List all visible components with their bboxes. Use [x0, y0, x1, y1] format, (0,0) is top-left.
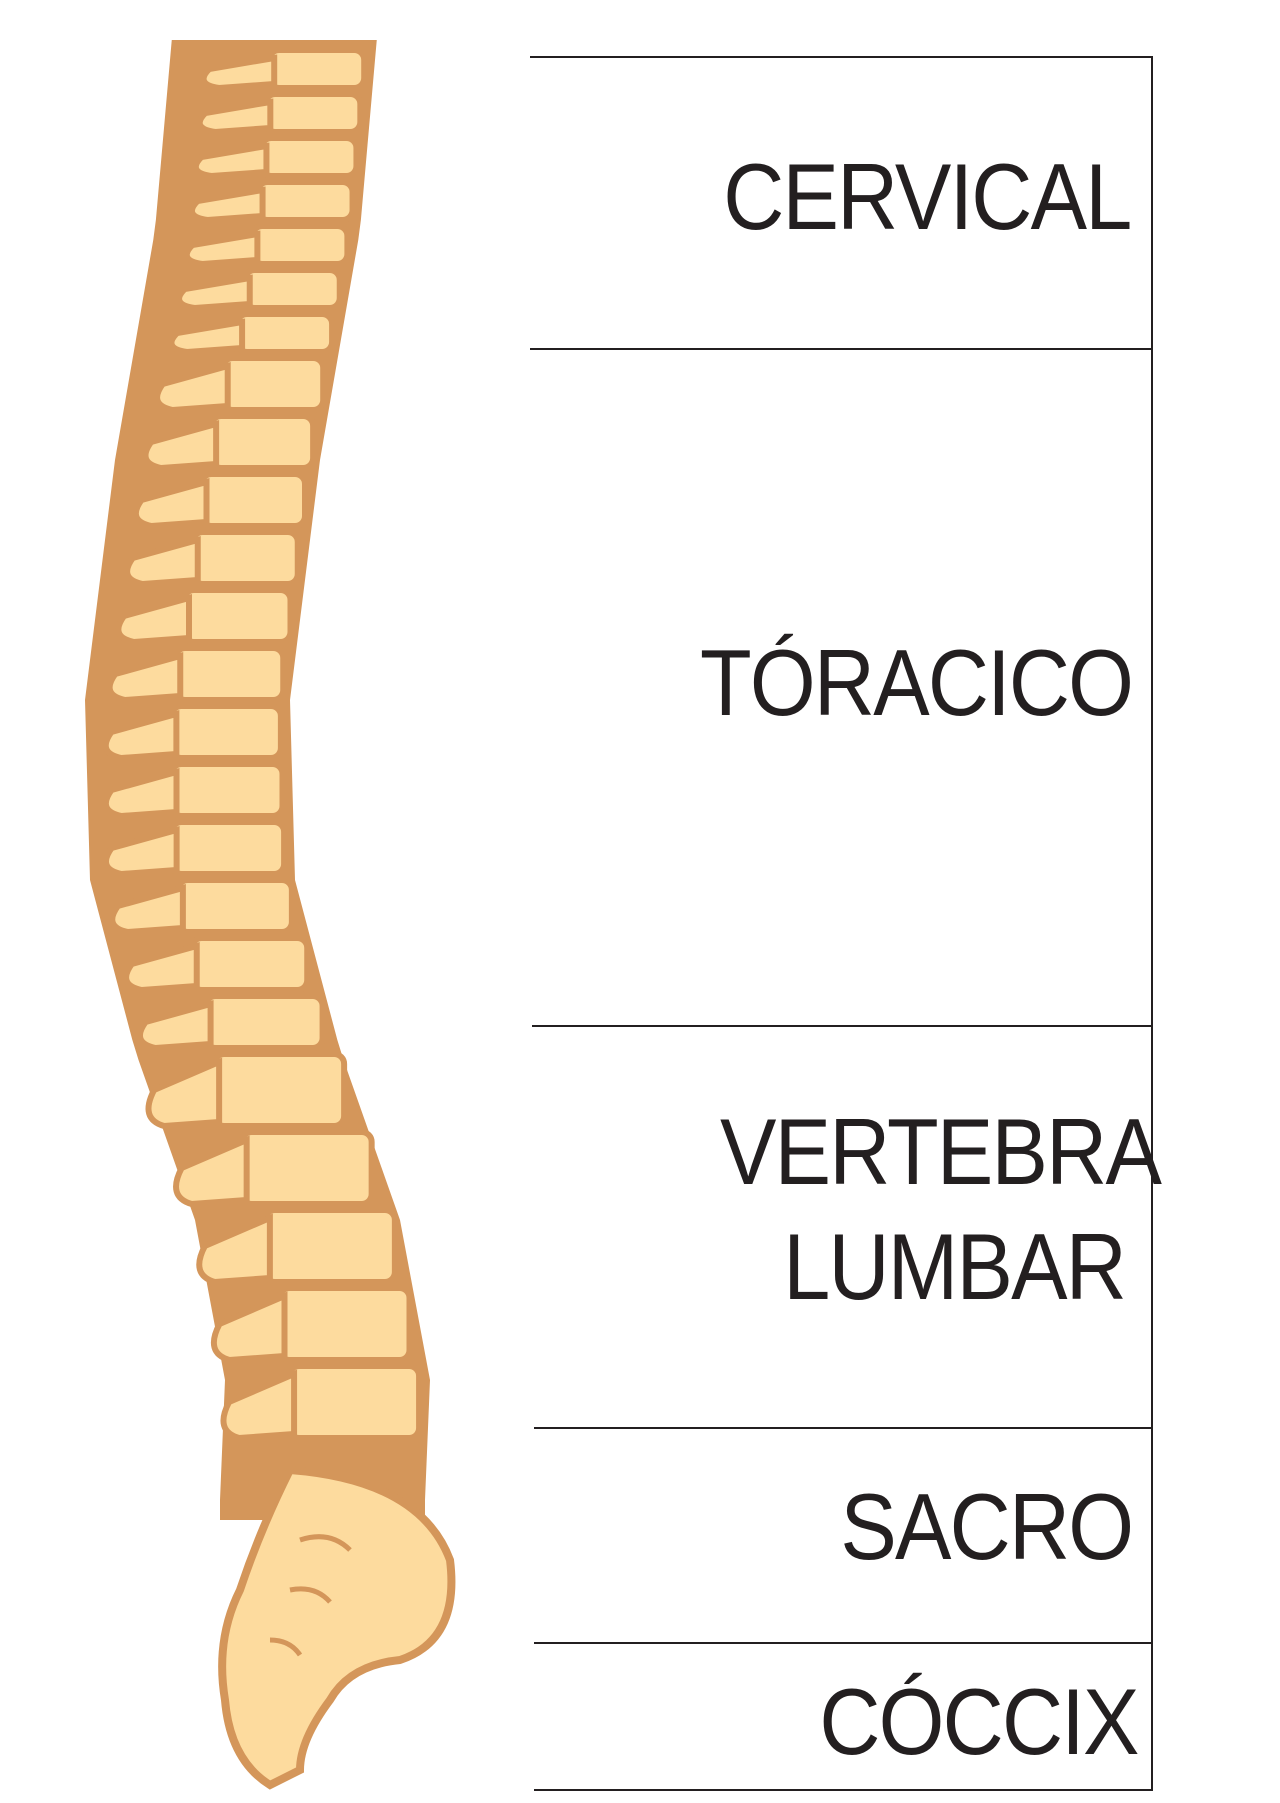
vertebra-body: [189, 529, 301, 587]
sacral-foramina: [269, 1534, 352, 1657]
spinous-process: [142, 420, 220, 472]
vertebra-body: [234, 311, 336, 355]
vertebra-body: [198, 471, 308, 529]
vertebra-body: [241, 267, 343, 311]
vertebra-body: [266, 47, 368, 91]
vertebra-body: [276, 1285, 413, 1363]
spinous-process: [183, 230, 261, 268]
vertebra-body: [188, 935, 311, 993]
spinous-process: [106, 652, 184, 704]
spinous-process: [145, 1057, 223, 1130]
divider-thoracic-lumbar: [532, 1025, 1153, 1027]
vertebra-body: [208, 413, 317, 471]
vertebra-body: [238, 1129, 375, 1207]
divider-bottom: [534, 1789, 1153, 1791]
spinous-process: [136, 1000, 214, 1052]
spinous-process: [102, 768, 180, 820]
vertebra-body: [172, 645, 287, 703]
spinous-process: [189, 186, 266, 224]
spinous-process: [173, 1135, 250, 1208]
vertebra-body: [261, 1207, 398, 1285]
vertebra-body: [254, 179, 356, 223]
label-cervical: CERVICAL: [722, 144, 1132, 249]
spinous-process: [192, 142, 270, 180]
spinous-process: [196, 1213, 273, 1286]
divider-sacrum-coccyx: [534, 1642, 1153, 1644]
spinous-process: [200, 54, 278, 92]
label-sacrum: SACRO: [840, 1474, 1134, 1579]
spinous-process: [124, 536, 201, 588]
label-coccyx: CÓCCIX: [819, 1669, 1140, 1774]
vertebra-body: [181, 587, 294, 645]
spinous-process: [132, 478, 210, 530]
label-lumbar: VERTEBRA LUMBAR: [585, 1095, 1162, 1324]
vertebra-body: [168, 819, 288, 877]
sacrum-coccyx: [218, 1465, 456, 1790]
vertebra-body: [168, 703, 284, 761]
vertebra-body: [258, 135, 360, 179]
divider-right: [1151, 56, 1153, 1791]
vertebra-body: [286, 1363, 423, 1441]
label-lumbar-text: VERTEBRA LUMBAR: [720, 1099, 1162, 1319]
spinous-process: [103, 826, 180, 878]
divider-lumbar-sacrum: [534, 1427, 1153, 1429]
vertebra-body: [202, 993, 326, 1051]
spinous-process: [123, 942, 200, 994]
label-thoracic: TÓRACICO: [699, 630, 1134, 735]
spinous-process: [168, 318, 246, 356]
spinous-process: [102, 710, 180, 762]
vertebra-body: [262, 91, 364, 135]
spinous-process: [220, 1369, 298, 1442]
vertebra-body: [211, 1051, 348, 1129]
divider-top: [530, 56, 1153, 58]
spinous-process: [109, 884, 186, 936]
spinous-process: [154, 362, 231, 414]
spinous-process: [115, 594, 192, 646]
spine-illustration: [85, 40, 456, 1790]
divider-cervical-thoracic: [530, 348, 1153, 350]
vertebra-body: [168, 761, 286, 819]
vertebra-body: [219, 355, 327, 413]
vertebra-body: [249, 223, 351, 267]
vertebra-body: [174, 877, 295, 935]
spinous-process: [196, 98, 274, 136]
spinous-process: [210, 1291, 288, 1364]
spinous-process: [176, 274, 253, 312]
